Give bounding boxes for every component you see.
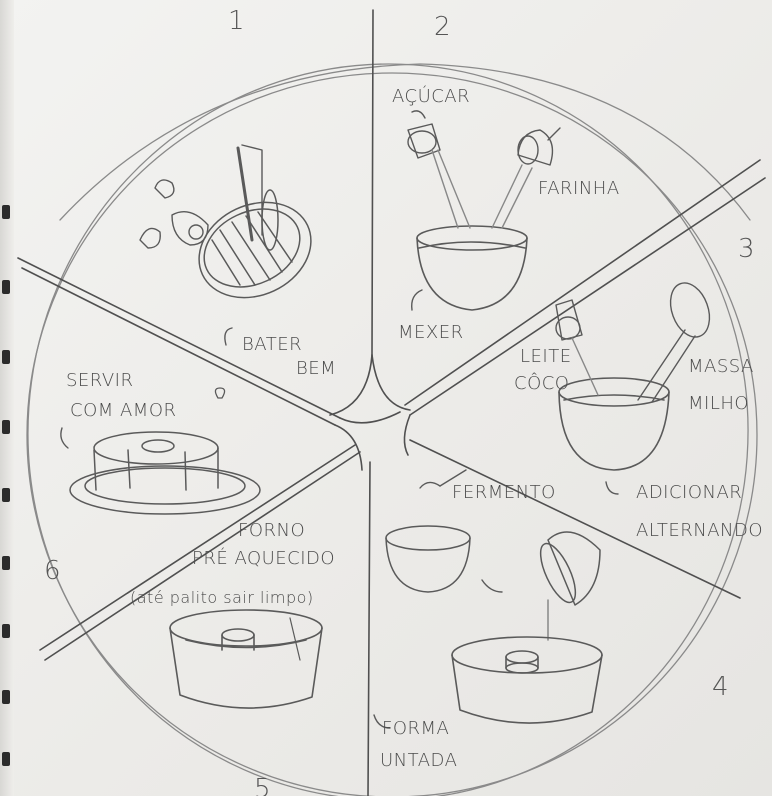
label-palito: (até palito sair limpo) (130, 590, 314, 606)
label-bater: BATER (242, 336, 302, 354)
label-adicionar: ADICIONAR (636, 484, 742, 502)
label-milho: MILHO (688, 395, 749, 413)
label-bem: BEM (296, 360, 336, 378)
section-number: 3 (738, 236, 755, 262)
heart-icon (215, 388, 224, 398)
section-number: 5 (254, 776, 271, 796)
label-com-amor: COM AMOR (70, 402, 177, 420)
arrow-icon (606, 482, 618, 494)
pouring-bowl (534, 532, 600, 640)
section-number: 1 (228, 8, 245, 34)
small-bowl (386, 526, 470, 592)
mixing-bowl (417, 226, 527, 310)
label-farinha: FARINHA (538, 180, 620, 198)
label-acucar: AÇÚCAR (392, 88, 470, 106)
section-number: 4 (712, 674, 729, 700)
label-untada: UNTADA (380, 752, 457, 770)
label-mexer: MEXER (398, 324, 464, 342)
sugar-cup (408, 111, 470, 228)
label-forma: FORMA (382, 720, 449, 738)
label-fermento: FERMENTO (452, 484, 556, 502)
label-leite: LEITE (520, 348, 572, 366)
label-forno: FORNO (238, 522, 305, 540)
baking-pan (170, 610, 322, 708)
whisking-bowl (183, 145, 326, 315)
arrow-icon (482, 580, 502, 592)
ring-pan (452, 637, 602, 723)
label-alternando: ALTERNANDO (636, 522, 763, 540)
label-massa: MASSA (688, 358, 754, 376)
section-number: 6 (44, 558, 61, 584)
arrow-icon (412, 290, 422, 310)
label-pre-aquecido: PRÉ AQUECIDO (192, 550, 335, 568)
corn-starch-scoop (638, 278, 716, 402)
arrow-icon (61, 428, 68, 448)
batter-bowl (559, 378, 669, 470)
served-cake (70, 432, 260, 514)
label-coco: CÔCO (514, 375, 569, 393)
arrow-icon (225, 328, 232, 345)
label-servir: SERVIR (66, 372, 133, 390)
egg-shells (140, 180, 208, 248)
section-number: 2 (434, 14, 451, 40)
